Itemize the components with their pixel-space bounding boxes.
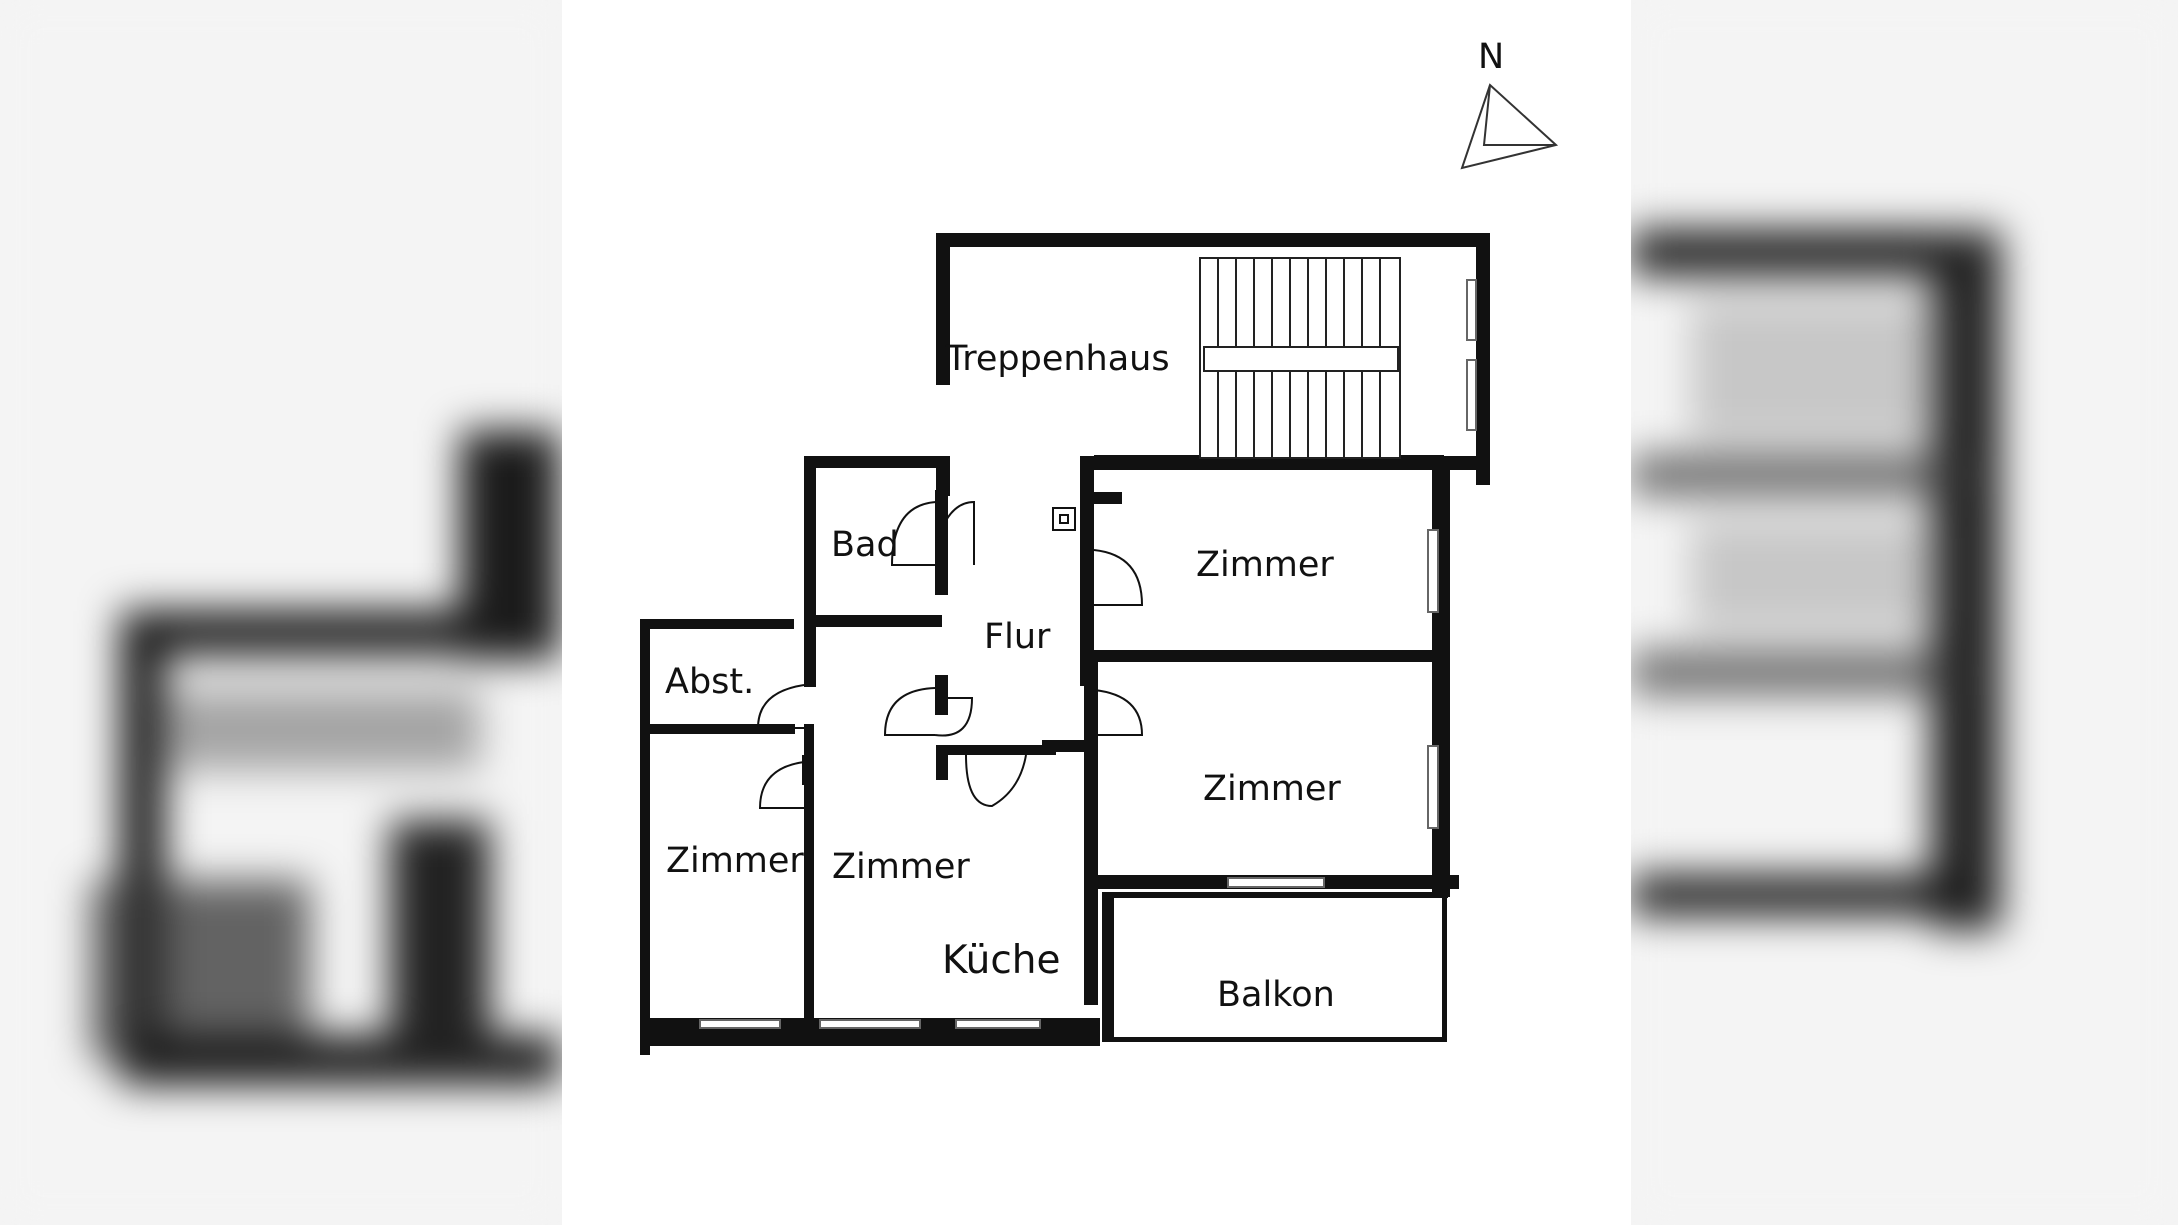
blurred-floor-plan-right — [1631, 0, 2178, 1225]
room-label-zimmer-east: Zimmer — [1203, 769, 1341, 809]
wall-flur-west-mid — [935, 675, 948, 715]
wall-service-shaft — [1092, 492, 1122, 504]
room-label-zimmer-north: Zimmer — [1196, 545, 1334, 585]
wall-balkon-north — [1114, 892, 1448, 898]
wall-abst-south — [650, 724, 795, 734]
window-zimmer-southwest — [699, 1019, 781, 1029]
window-kueche — [955, 1019, 1041, 1029]
room-label-flur: Flur — [984, 617, 1051, 657]
wall-flur-west-upper — [935, 490, 948, 595]
room-label-balkon: Balkon — [1217, 975, 1335, 1015]
door-zimmer-southwest — [758, 761, 805, 809]
window-treppenhaus-lower — [1466, 359, 1477, 431]
door-flur-upper — [935, 500, 975, 565]
compass-rose: N — [1460, 37, 1559, 170]
wall-bad-west — [804, 456, 816, 621]
windows — [699, 279, 1477, 1029]
window-zimmer-south — [819, 1019, 921, 1029]
compass-arrow-icon — [1460, 83, 1559, 170]
wall-zimmer-divider — [1094, 650, 1444, 662]
blurred-background-left — [0, 0, 562, 1225]
stair-landing — [1203, 346, 1399, 372]
room-label-bad: Bad — [831, 525, 899, 565]
door-abst — [756, 684, 805, 729]
compass-north-label: N — [1478, 37, 1504, 77]
room-label-abst: Abst. — [665, 662, 754, 702]
compass-arrow-inner-line — [1482, 84, 1556, 146]
wall-balkon-south — [1114, 1037, 1447, 1042]
chimney-shaft — [1052, 507, 1076, 531]
wall-north — [936, 233, 1490, 247]
door-kueche — [965, 754, 1027, 808]
wall-west-outer — [640, 619, 650, 1055]
wall-short-jamb — [802, 755, 812, 785]
room-label-zimmer-southwest: Zimmer — [666, 841, 804, 881]
door-zimmer-north — [1093, 549, 1144, 606]
wall-kueche-east — [1084, 650, 1098, 1005]
window-balkon-door — [1227, 877, 1325, 888]
wall-flur-east-upper — [1080, 456, 1094, 686]
room-label-kueche: Küche — [942, 938, 1061, 983]
room-label-treppenhaus: Treppenhaus — [945, 339, 1170, 379]
wall-flur-south-right — [1042, 740, 1098, 752]
wall-balkon-west — [1102, 892, 1114, 1042]
blurred-background-right — [1631, 0, 2178, 1225]
window-zimmer-north — [1427, 529, 1439, 613]
stairs — [1199, 257, 1401, 459]
wall-bad-north — [804, 456, 942, 468]
doors — [756, 500, 1144, 809]
floor-plan-diagram: N — [562, 0, 1631, 1225]
wall-treppenhaus-east — [1476, 233, 1490, 485]
wall-abst-north — [640, 619, 794, 629]
window-zimmer-east — [1427, 745, 1439, 829]
wall-treppenhaus-west — [936, 233, 950, 385]
room-label-zimmer-south: Zimmer — [832, 847, 970, 887]
room-labels: Treppenhaus Bad Flur Zimmer Abst. Zimmer… — [665, 339, 1341, 1015]
floor-plan-svg: N — [640, 37, 1559, 1055]
wall-bad-south — [804, 615, 942, 627]
door-flur-southwest — [934, 697, 974, 737]
wall-zimmer-southwest-east — [804, 724, 814, 1029]
chimney-shaft-inner — [1059, 514, 1069, 524]
door-bad — [890, 501, 937, 566]
wall-balkon-east — [1442, 892, 1447, 1042]
door-flur-west — [883, 687, 936, 736]
wall-abst-east-upper — [804, 627, 816, 687]
window-treppenhaus-upper — [1466, 279, 1477, 341]
door-zimmer-east — [1093, 689, 1144, 736]
blurred-floor-plan-left — [0, 0, 562, 1225]
wall-flur-south-left — [936, 745, 1056, 755]
